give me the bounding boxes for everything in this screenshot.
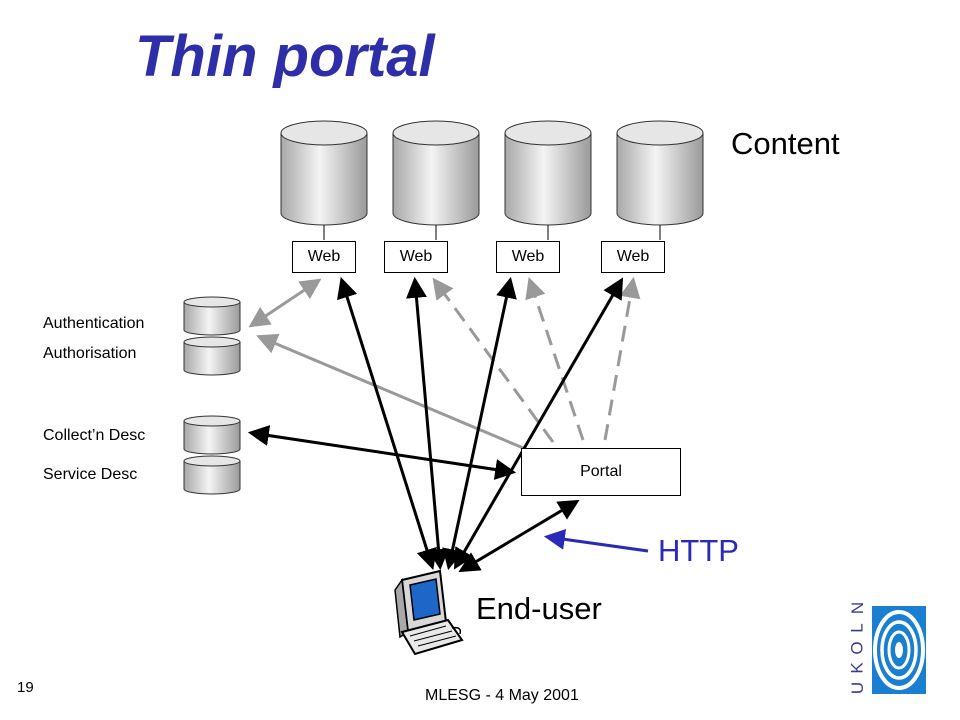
page-number: 19 [17,679,34,696]
web-server-box-3: Web [496,241,560,273]
desc-database-top [183,415,241,455]
content-database-3 [504,120,592,240]
arrow-user-web2 [406,276,449,571]
content-database-1 [280,120,368,240]
collection-desc-label: Collect’n Desc [43,427,146,444]
portal-box: Portal [521,448,681,496]
computer-icon [394,569,464,656]
authentication-label: Authentication [43,315,145,332]
content-database-4 [616,120,704,240]
page-title: Thin portal [135,24,435,89]
service-desc-label: Service Desc [43,466,138,483]
http-label: HTTP [658,533,739,568]
footer-text: MLESG - 4 May 2001 [425,687,579,704]
http-pointer-arrow [543,528,649,553]
arrow-user-portal [458,499,580,573]
auth-database-top [183,296,241,336]
arrow-portal-web4 [603,276,641,441]
web-server-box-4: Web [601,241,665,273]
content-database-2 [392,120,480,240]
content-label: Content [731,126,840,161]
web-server-box-1: Web [292,241,356,273]
web-server-box-2: Web [384,241,448,273]
desc-database-bottom [183,455,241,495]
arrow-desc-portal [247,425,517,480]
arrow-auth-web [248,278,322,328]
end-user-label: End-user [476,591,602,626]
ukoln-logo-icon [872,606,926,694]
auth-database-bottom [183,336,241,376]
authorisation-label: Authorisation [43,345,137,362]
